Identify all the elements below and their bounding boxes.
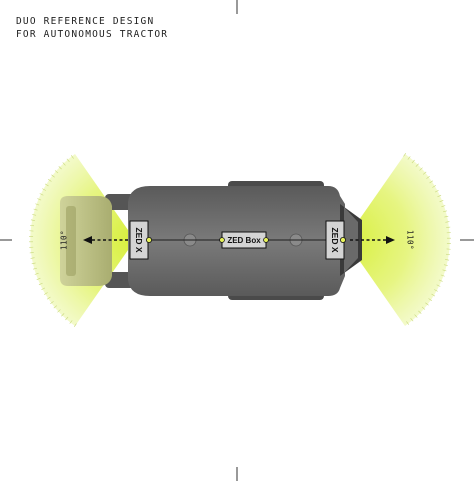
arc-tick: [33, 267, 38, 270]
title-line-2: FOR AUTONOMOUS TRACTOR: [16, 29, 169, 40]
arc-tick: [44, 183, 49, 187]
rear-camera-label: ZED X: [330, 227, 340, 252]
arc-tick: [434, 189, 439, 193]
arc-tick: [432, 185, 437, 188]
arc-tick: [436, 284, 441, 287]
arc-tick: [442, 269, 447, 272]
diagram-title: DUO REFERENCE DESIGN FOR AUTONOMOUS TRAC…: [16, 15, 168, 41]
arc-tick: [403, 152, 407, 157]
title-line-1: DUO REFERENCE DESIGN: [16, 16, 155, 27]
rear-camera-port: [339, 236, 346, 243]
zed-box-port-right: [263, 237, 269, 243]
arc-tick: [445, 259, 450, 261]
arc-tick: [69, 320, 73, 324]
cab-window: [66, 206, 76, 276]
arc-tick: [407, 156, 411, 160]
arc-tick: [419, 167, 423, 171]
arc-tick: [425, 302, 429, 306]
arc-tick: [443, 264, 448, 266]
arc-tick: [34, 272, 39, 275]
arc-tick: [442, 210, 447, 213]
zed-box-label: ZED Box: [227, 236, 261, 245]
rear-fov-label: 110°: [406, 230, 415, 250]
arc-tick: [422, 171, 427, 175]
arc-tick: [54, 170, 59, 174]
arc-tick: [440, 274, 445, 277]
arc-tick: [73, 323, 77, 328]
fov-front-scale: [29, 155, 77, 328]
arc-tick: [30, 219, 35, 221]
arc-tick: [438, 279, 443, 282]
arc-tick: [65, 316, 69, 321]
arc-tick: [46, 296, 51, 300]
arc-tick: [441, 205, 446, 208]
rear-view-arrow: [350, 236, 395, 244]
arc-tick: [428, 298, 433, 302]
arc-tick: [51, 174, 55, 178]
arc-tick: [411, 159, 415, 164]
arc-tick: [62, 162, 66, 166]
arc-tick: [431, 293, 436, 297]
arc-tick: [42, 188, 46, 191]
arc-tick: [53, 305, 58, 309]
arc-tick: [57, 309, 61, 313]
arc-tick: [61, 313, 65, 317]
arc-tick: [445, 221, 450, 223]
arc-tick: [41, 287, 46, 291]
arc-tick: [43, 292, 48, 295]
zed-box: ZED Box: [219, 231, 269, 249]
arc-tick: [434, 289, 438, 292]
front-fov-label: 110°: [60, 230, 69, 250]
arc-tick: [418, 310, 422, 314]
arc-tick: [444, 215, 449, 218]
arc-tick: [37, 198, 42, 201]
arc-tick: [35, 203, 40, 206]
arc-tick: [415, 163, 419, 167]
arc-tick: [66, 158, 70, 163]
arc-tick: [30, 257, 35, 259]
arc-tick: [33, 208, 38, 211]
arc-tick: [70, 155, 74, 159]
arc-tick: [429, 180, 434, 184]
fov-rear-scale: [403, 152, 451, 325]
arc-tick: [437, 194, 442, 198]
arc-tick: [39, 193, 44, 196]
arc-tick: [410, 317, 414, 322]
front-view-arrow: [83, 236, 128, 244]
arc-tick: [58, 166, 62, 170]
arc-tick: [406, 321, 410, 325]
arc-tick: [426, 175, 430, 179]
arc-tick: [47, 178, 52, 182]
front-camera: ZED X: [129, 220, 152, 260]
arc-tick: [50, 301, 54, 305]
zed-box-port-left: [219, 237, 225, 243]
arc-tick: [421, 306, 426, 310]
rear-camera: ZED X: [325, 220, 346, 260]
arc-tick: [31, 262, 36, 265]
fov-rear-cone: [345, 154, 450, 326]
front-camera-port: [145, 236, 152, 243]
arc-tick: [36, 277, 41, 280]
arc-tick: [414, 314, 418, 318]
arc-tick: [29, 224, 35, 227]
arc-tick: [445, 253, 451, 256]
arc-tick: [32, 214, 37, 216]
arc-tick: [439, 200, 444, 203]
arc-tick: [38, 282, 43, 286]
front-camera-label: ZED X: [134, 227, 144, 252]
